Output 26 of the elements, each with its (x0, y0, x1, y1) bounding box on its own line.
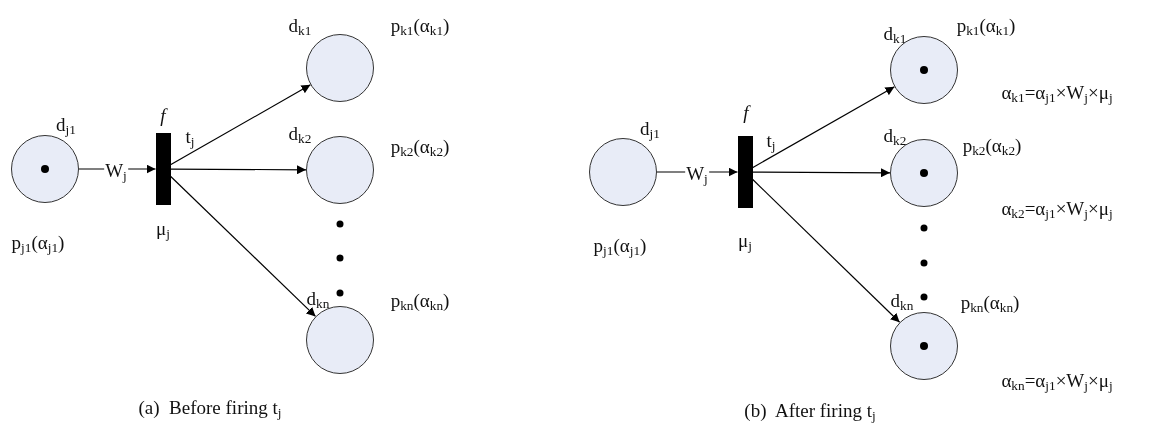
transition-bar (155, 133, 171, 205)
arrow (751, 86, 896, 169)
transition-bar (737, 136, 753, 208)
token-dot (919, 168, 928, 177)
arrow (169, 175, 317, 317)
place-label: p$_{kn}$(α$_{kn}$) (390, 290, 450, 310)
token-dot (919, 341, 928, 350)
place-label: d$_{k2}$ (288, 123, 312, 143)
place-label: p$_{k1}$(α$_{k1}$) (390, 15, 450, 35)
place-label: d$_{k1}$ (288, 15, 312, 35)
arrow (751, 168, 891, 178)
arrow (169, 84, 312, 166)
function-label: f (743, 102, 749, 122)
place-label: p$_{k1}$(α$_{k1}$) (956, 15, 1016, 35)
arrow (169, 165, 307, 175)
place-label: d$_{kn}$ (890, 290, 914, 310)
place-label: p$_{kn}$(α$_{kn}$) (960, 292, 1020, 312)
token-dot (919, 65, 928, 74)
place-label: p$_{k2}$(α$_{k2}$) (962, 135, 1022, 155)
token-dot (40, 164, 49, 173)
place-label: d$_{k1}$ (883, 23, 907, 43)
place-label: d$_{kn}$ (306, 288, 330, 308)
function-label: f (160, 105, 166, 125)
place-label: p$_{k2}$(α$_{k2}$) (390, 136, 450, 156)
place-label: d$_{k2}$ (883, 125, 907, 145)
arrow (751, 178, 901, 323)
